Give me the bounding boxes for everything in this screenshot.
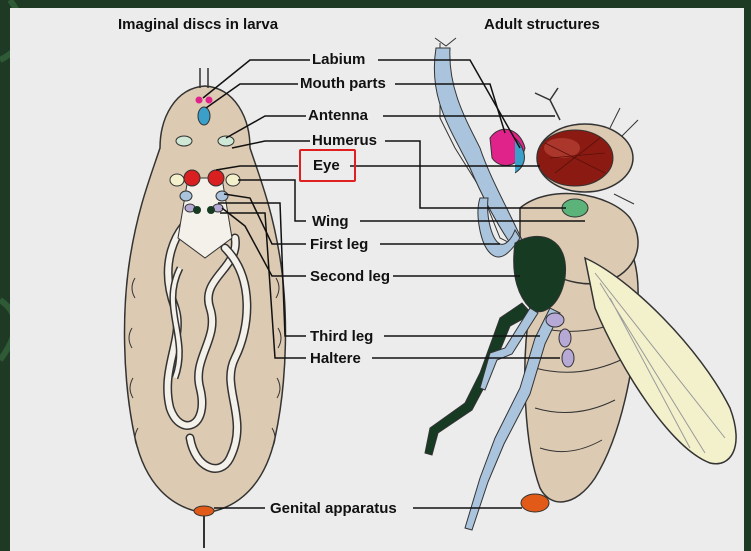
label-wing: Wing: [312, 213, 349, 230]
label-genital-apparatus: Genital apparatus: [270, 500, 397, 517]
label-second-leg: Second leg: [310, 268, 390, 285]
label-labium: Labium: [312, 51, 365, 68]
label-third-leg: Third leg: [310, 328, 373, 345]
larva-illustration: [125, 68, 286, 548]
adult-fly-illustration: [425, 38, 736, 530]
larva-header: Imaginal discs in larva: [118, 16, 278, 33]
label-mouth-parts: Mouth parts: [300, 75, 386, 92]
label-haltere: Haltere: [310, 350, 361, 367]
eye-highlight-box: [299, 149, 356, 182]
label-antenna: Antenna: [308, 107, 368, 124]
label-humerus: Humerus: [312, 132, 377, 149]
label-first-leg: First leg: [310, 236, 368, 253]
adult-header: Adult structures: [484, 16, 600, 33]
diagram-panel: Imaginal discs in larva Adult structures…: [10, 8, 744, 551]
